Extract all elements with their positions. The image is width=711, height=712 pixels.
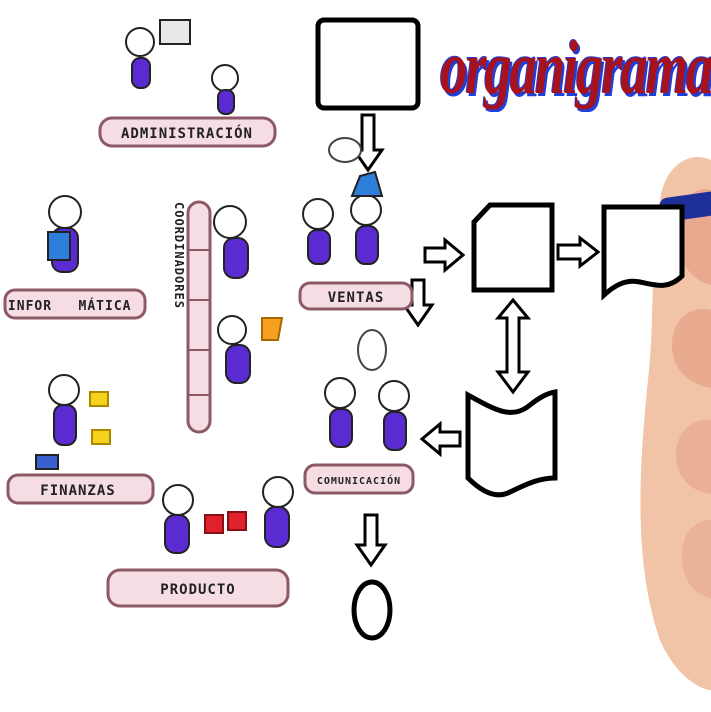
character-icon [302, 198, 334, 265]
character-icon [35, 374, 111, 470]
character-icon [378, 380, 410, 451]
banner-label-producto: PRODUCTO [160, 582, 235, 598]
banner-label-informatica-right: MÁTICA [79, 298, 132, 314]
tape-shape [465, 389, 558, 498]
arrow-right-icon [423, 236, 466, 274]
character-icon [217, 315, 284, 384]
departments: ADMINISTRACIÓN INFOR MÁTICA FINANZAS PRO… [3, 116, 415, 608]
banner-label-informatica-left: INFOR [8, 299, 52, 314]
arrow-left-icon [419, 420, 462, 458]
banner-label-comunicacion: COMUNICACIÓN [317, 474, 401, 487]
label-coordinadores: COORDINADORES [172, 202, 186, 309]
arrow-right-icon [556, 234, 601, 270]
banner-finanzas: FINANZAS [6, 473, 155, 505]
banner-ventas: VENTAS [298, 281, 414, 311]
banner-comunicacion: COMUNICACIÓN [303, 463, 415, 495]
character-icon [47, 195, 82, 273]
character-icon [162, 484, 194, 554]
character-icon [125, 19, 191, 89]
process-box [315, 17, 421, 111]
characters [35, 19, 410, 554]
banner-producto: PRODUCTO [106, 568, 290, 608]
speech-bubble-icon [357, 329, 387, 371]
offpage-shape [471, 202, 555, 293]
terminal-circle [351, 579, 393, 641]
document-shape [601, 204, 685, 301]
character-icon [350, 170, 384, 265]
banner-informatica: INFOR MÁTICA [3, 288, 147, 320]
puzzle-icon [204, 511, 247, 534]
character-icon [213, 205, 249, 279]
flowchart [315, 17, 685, 641]
double-arrow-icon [494, 297, 532, 395]
banner-label-finanzas: FINANZAS [40, 483, 115, 499]
coordinadores-pillar: COORDINADORES [172, 200, 212, 434]
banner-label-ventas: VENTAS [328, 290, 385, 306]
character-icon [211, 64, 239, 115]
thought-bubble-icon [328, 137, 362, 163]
character-icon [324, 377, 356, 448]
banner-administracion: ADMINISTRACIÓN [98, 116, 277, 148]
character-icon [262, 476, 294, 548]
banner-label-administracion: ADMINISTRACIÓN [121, 124, 253, 142]
arrow-down-icon [354, 513, 388, 568]
